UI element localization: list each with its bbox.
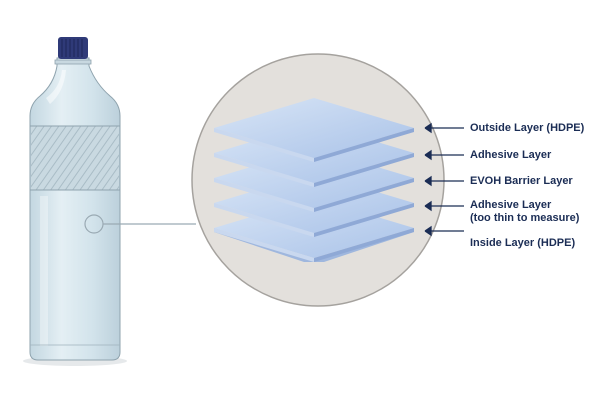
arrow-inside-layer [424, 225, 464, 237]
layer-stack [214, 98, 414, 262]
arrow-adhesive-layer-2 [424, 200, 464, 212]
label-outside-layer: Outside Layer (HDPE) [470, 122, 585, 134]
label-evoh-layer: EVOH Barrier Layer [470, 175, 573, 187]
label-arrows [424, 122, 464, 237]
label-adhesive-layer-2-note: (too thin to measure) [470, 212, 580, 224]
arrow-adhesive-layer-1 [424, 149, 464, 161]
label-adhesive-layer-2: Adhesive Layer [470, 199, 552, 211]
outside-layer-sheet [214, 98, 414, 162]
bottle [23, 37, 196, 366]
label-adhesive-layer-1: Adhesive Layer [470, 149, 552, 161]
label-inside-layer: Inside Layer (HDPE) [470, 237, 576, 249]
magnifier [191, 53, 445, 307]
arrow-evoh-layer [424, 175, 464, 187]
arrow-outside-layer [424, 122, 464, 134]
bottle-label-band [31, 126, 119, 190]
